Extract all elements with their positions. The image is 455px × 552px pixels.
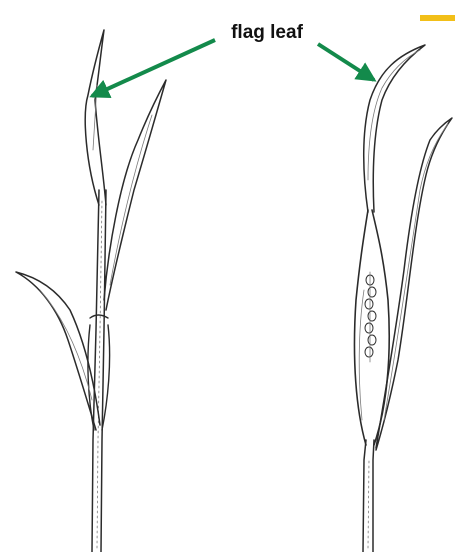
arrow-to-left-flag-leaf bbox=[92, 40, 215, 96]
head-in-boot bbox=[365, 272, 376, 362]
leaf-right-lower bbox=[376, 118, 452, 450]
flag-leaf-right bbox=[364, 45, 425, 212]
flag-leaf-left bbox=[85, 30, 106, 205]
stem-left bbox=[90, 190, 108, 552]
accent-mark bbox=[420, 15, 455, 21]
plant-right bbox=[354, 45, 452, 552]
flag-leaf-annotation: flag leaf bbox=[92, 22, 374, 96]
stem-right bbox=[363, 440, 374, 552]
boot-sheath-right bbox=[354, 210, 389, 445]
plant-left bbox=[16, 30, 166, 552]
arrow-to-right-flag-leaf bbox=[318, 44, 374, 80]
flag-leaf-label: flag leaf bbox=[231, 22, 303, 43]
leaf-left-upper bbox=[104, 80, 166, 310]
leaf-left-lower bbox=[16, 272, 100, 430]
